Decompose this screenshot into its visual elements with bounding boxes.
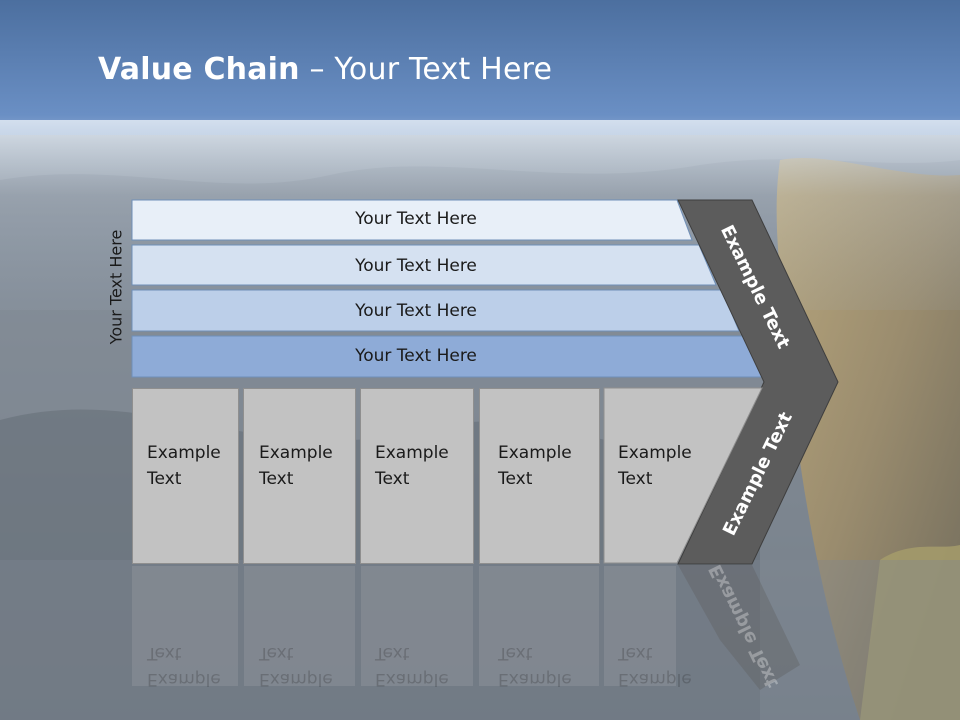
box-3[interactable]: [360, 388, 474, 564]
bar-2-label: Your Text Here: [355, 256, 477, 276]
bar-3-label: Your Text Here: [355, 301, 477, 321]
bar-1-label: Your Text Here: [355, 209, 477, 229]
box-reflection-2: [244, 566, 355, 686]
slide-title: Value Chain – Your Text Here: [98, 52, 553, 87]
box-4[interactable]: [479, 388, 600, 564]
box-2[interactable]: [243, 388, 356, 564]
bar-4-label: Your Text Here: [355, 346, 477, 366]
box-reflection-4: [479, 566, 599, 686]
chevron-reflection: [678, 565, 800, 690]
bar-2[interactable]: [131, 244, 717, 286]
box-reflection-3: [361, 566, 473, 686]
chevron-arrow[interactable]: [677, 199, 839, 565]
bar-3[interactable]: [131, 289, 740, 332]
box-1[interactable]: [132, 388, 239, 564]
box-5[interactable]: [603, 387, 763, 564]
box-reflection-5: [604, 566, 676, 686]
box-reflection-1: [132, 566, 238, 686]
bar-1[interactable]: [131, 199, 693, 241]
